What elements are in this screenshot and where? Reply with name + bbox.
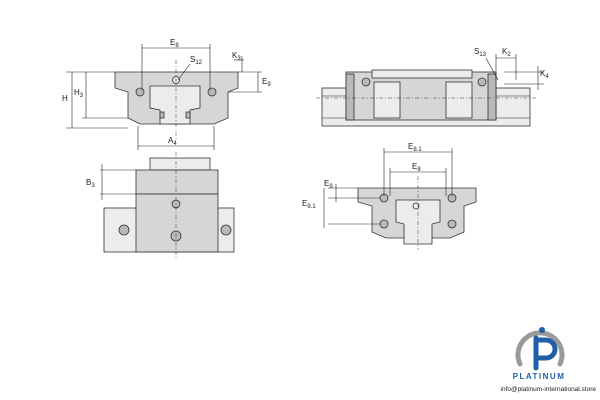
front-view-alt bbox=[323, 148, 477, 250]
label-E8-b: E8 bbox=[412, 162, 421, 173]
label-S12: S12 bbox=[190, 55, 203, 66]
top-flange bbox=[149, 157, 211, 171]
label-H: H bbox=[62, 94, 68, 103]
label-K2: K2 bbox=[502, 47, 511, 58]
side-view-rail bbox=[316, 54, 544, 127]
middle-block bbox=[135, 169, 219, 195]
label-K4: K4 bbox=[540, 69, 549, 80]
label-K3: K3 bbox=[232, 51, 241, 62]
contact-email: info@platinum-international.store bbox=[500, 386, 596, 393]
label-E9: E9 bbox=[262, 77, 271, 88]
dimension-labels: E8 S12 K3 E9 H H3 A4 B3 S13 K2 K4 E8.1 E… bbox=[62, 38, 549, 210]
mount-bolt-left bbox=[118, 224, 130, 236]
brand-name: PLATINUM bbox=[512, 372, 566, 381]
label-H3: H3 bbox=[74, 88, 84, 99]
mounting-view bbox=[100, 152, 235, 258]
mount-bolt-right bbox=[220, 224, 232, 236]
label-E9-b: E9 bbox=[324, 179, 333, 190]
front-view-carriage bbox=[66, 44, 262, 150]
label-B3: B3 bbox=[86, 178, 95, 189]
screw-left bbox=[159, 111, 165, 119]
bolt-right bbox=[207, 87, 217, 97]
side-bolt-right bbox=[477, 77, 487, 87]
label-E8-1: E8.1 bbox=[408, 142, 422, 153]
side-bolt-left bbox=[361, 77, 371, 87]
label-E8: E8 bbox=[170, 38, 179, 49]
carriage-top-plate bbox=[371, 69, 473, 79]
platinum-logo-icon bbox=[515, 327, 565, 371]
label-A4: A4 bbox=[168, 136, 177, 147]
label-E9-1: E9.1 bbox=[302, 199, 316, 210]
screw-right bbox=[185, 111, 191, 119]
bolt-left bbox=[135, 87, 145, 97]
label-S13: S13 bbox=[474, 47, 487, 58]
